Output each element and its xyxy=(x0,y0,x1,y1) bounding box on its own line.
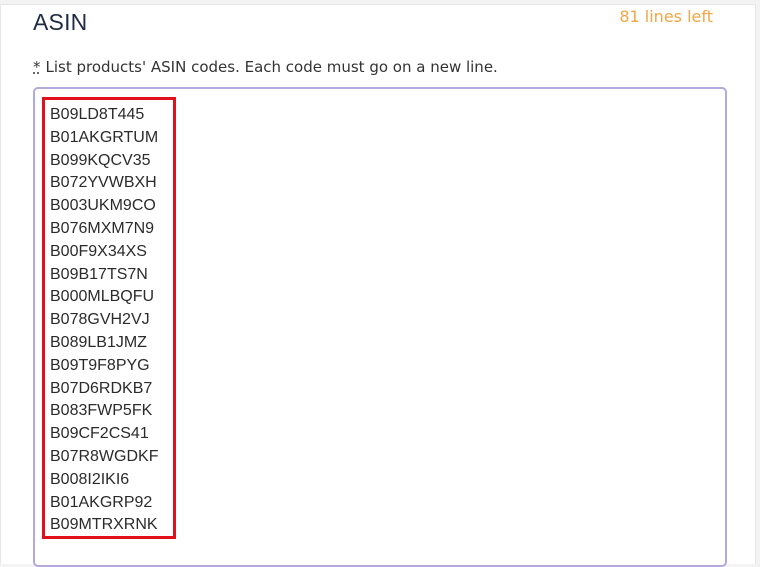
lines-left-counter: 81 lines left xyxy=(619,7,713,26)
asin-line: B000MLBQFU xyxy=(50,288,155,306)
asin-line: B07D6RDKB7 xyxy=(50,379,153,397)
asin-line: B09T9F8PYG xyxy=(50,356,150,374)
field-title: ASIN xyxy=(33,9,88,35)
asin-line: B09CF2CS41 xyxy=(50,425,149,443)
asin-line: B089LB1JMZ xyxy=(50,333,147,351)
asin-line: B01AKGRTUM xyxy=(50,128,159,146)
hint-text: List products' ASIN codes. Each code mus… xyxy=(45,58,498,76)
asin-line: B01AKGRP92 xyxy=(50,493,153,511)
asin-line: B09B17TS7N xyxy=(50,265,148,283)
asin-line: B00F9X34XS xyxy=(50,242,147,260)
field-hint: *List products' ASIN codes. Each code mu… xyxy=(33,58,498,76)
asin-line: B003UKM9CO xyxy=(50,197,156,215)
asin-line: B078GVH2VJ xyxy=(50,311,150,329)
asin-line: B076MXM7N9 xyxy=(50,219,155,237)
asin-line: B09LD8T445 xyxy=(50,106,145,123)
asin-line: B09MTRXRNK xyxy=(50,516,158,534)
asin-line: B099KQCV35 xyxy=(50,151,151,169)
asin-line: B07R8WGDKF xyxy=(50,447,159,465)
asin-line: B008I2IKI6 xyxy=(50,470,130,488)
asin-line: B083FWP5FK xyxy=(50,402,153,420)
highlight-annotation-box xyxy=(42,97,176,539)
required-marker: * xyxy=(33,58,41,76)
asin-line: B072YVWBXH xyxy=(50,174,157,192)
